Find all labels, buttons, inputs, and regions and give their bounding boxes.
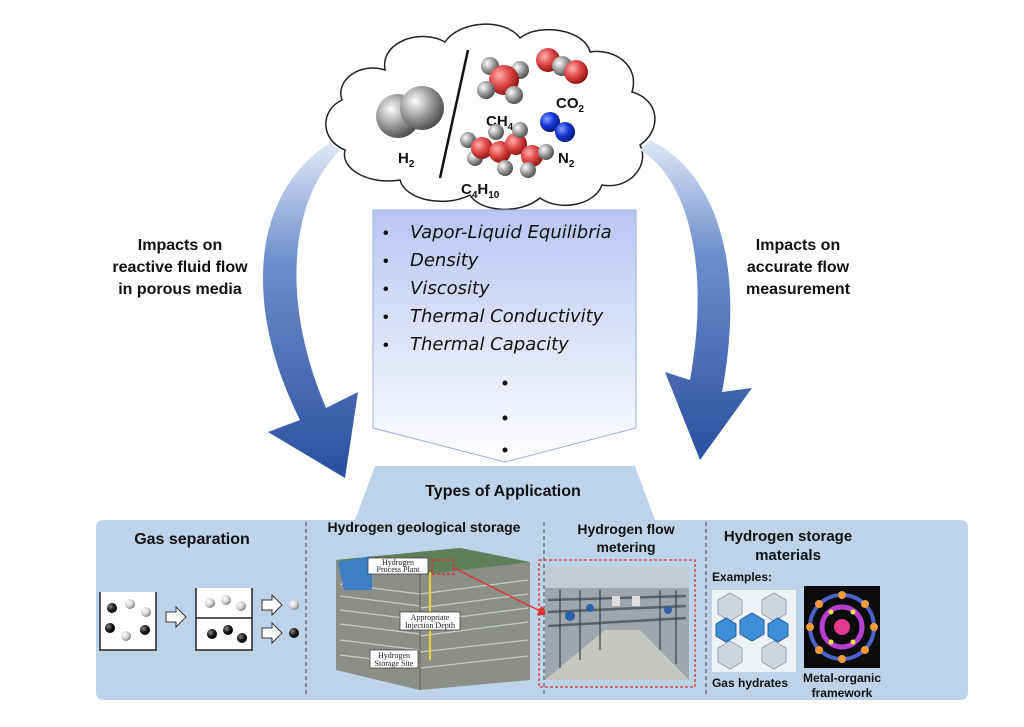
left-curved-arrow: [262, 143, 358, 478]
svg-text:Hydrogen storage: Hydrogen storage: [724, 528, 852, 545]
h2-molecule-icon: [376, 86, 444, 138]
gas-separation-illustration: [99, 588, 299, 651]
c4h10-label: C4H10: [461, 181, 500, 201]
mof-icon: [804, 586, 880, 668]
right-curved-arrow: [640, 140, 752, 460]
cloud-divider: [438, 49, 470, 179]
bullet: •: [383, 309, 389, 326]
co2-molecule-icon: [536, 48, 588, 84]
co2-label: CO2: [556, 95, 585, 115]
svg-text:in porous media: in porous media: [118, 281, 242, 298]
svg-text:framework: framework: [812, 686, 873, 700]
h2-label: H2: [398, 150, 415, 170]
property-item: Density: [410, 250, 479, 271]
svg-text:Hydrogen: Hydrogen: [382, 558, 414, 567]
property-item: Thermal Capacity: [410, 334, 569, 355]
geological-storage-title: Hydrogen geological storage: [328, 519, 521, 535]
geological-storage-illustration: [336, 548, 530, 690]
examples-label: Examples:: [712, 570, 772, 584]
svg-text:Impacts on: Impacts on: [756, 237, 840, 254]
property-list: • Vapor-Liquid Equilibria • Density • Vi…: [383, 222, 612, 355]
svg-text:reactive fluid flow: reactive fluid flow: [112, 259, 248, 276]
svg-text:Storage Site: Storage Site: [375, 659, 414, 668]
svg-text:Hydrogen: Hydrogen: [378, 651, 410, 660]
n2-molecule-icon: [540, 112, 575, 142]
right-arrow-label: Impacts on accurate flow measurement: [746, 237, 851, 298]
svg-text:Hydrogen flow: Hydrogen flow: [577, 521, 674, 537]
n2-label: N2: [558, 150, 575, 170]
svg-text:metering: metering: [596, 539, 655, 555]
property-item: Viscosity: [410, 278, 490, 299]
c4h10-molecule-icon: [460, 122, 554, 178]
funnel-title: Types of Application: [425, 483, 581, 500]
flow-metering-photo: [538, 559, 696, 688]
geological-storage-labels: Hydrogen Process Plant Appropriate Injec…: [375, 558, 455, 668]
bullet: •: [383, 225, 389, 242]
flow-metering-title: Hydrogen flow metering: [577, 521, 674, 555]
zoom-arrow: [453, 567, 549, 616]
mof-label: Metal-organic framework: [803, 671, 881, 700]
left-arrow-label: Impacts on reactive fluid flow in porous…: [112, 237, 248, 298]
continuation-dots: [502, 380, 508, 453]
svg-text:Injection Depth: Injection Depth: [405, 621, 455, 630]
svg-text:Impacts on: Impacts on: [138, 237, 222, 254]
svg-text:Process Plant: Process Plant: [377, 565, 421, 574]
svg-text:accurate flow: accurate flow: [747, 259, 850, 276]
bullet: •: [383, 281, 389, 298]
gas-separation-title: Gas separation: [134, 531, 250, 548]
gas-hydrates-label: Gas hydrates: [712, 676, 788, 690]
svg-text:Metal-organic: Metal-organic: [803, 671, 881, 685]
storage-materials-title: Hydrogen storage materials: [724, 528, 852, 564]
gas-hydrate-icon: [712, 590, 796, 672]
svg-text:measurement: measurement: [746, 281, 851, 298]
svg-text:materials: materials: [755, 547, 821, 564]
property-item: Vapor-Liquid Equilibria: [410, 222, 612, 243]
svg-text:Appropriate: Appropriate: [411, 613, 450, 622]
bullet: •: [383, 337, 389, 354]
property-item: Thermal Conductivity: [410, 306, 604, 327]
bullet: •: [383, 253, 389, 270]
ch4-molecule-icon: [477, 57, 529, 104]
property-box: [372, 209, 637, 463]
